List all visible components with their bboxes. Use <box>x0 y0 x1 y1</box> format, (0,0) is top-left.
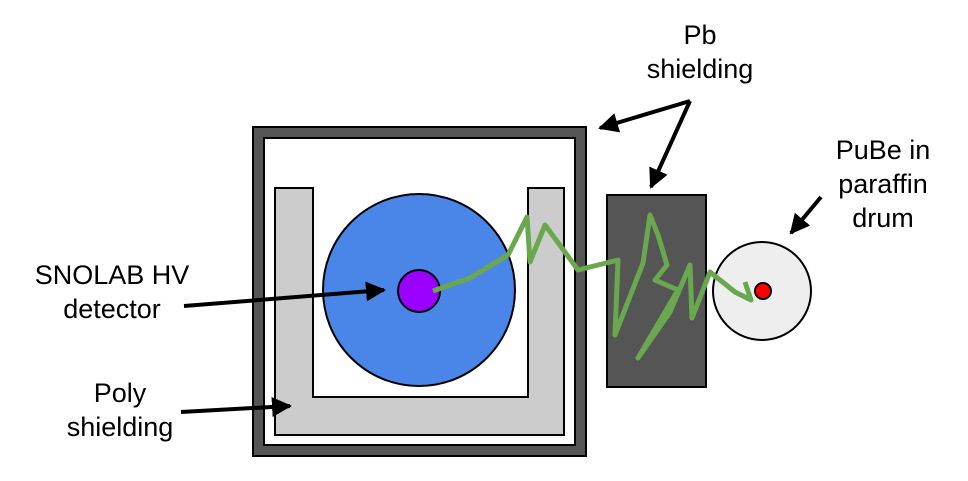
pube-label-line-2: paraffin <box>838 169 928 199</box>
detector-arrow <box>183 281 386 308</box>
pb-shielding-label: Pb shielding <box>640 18 760 86</box>
pube-label-line-3: drum <box>852 203 914 233</box>
pb-arrow-to-block <box>649 100 692 189</box>
detector-label-line-1: SNOLAB HV <box>34 260 190 290</box>
pube-label-line-1: PuBe in <box>835 135 931 165</box>
poly-arrow <box>180 397 292 417</box>
neutron-path <box>432 212 754 361</box>
detector-label-line-2: detector <box>63 294 161 324</box>
pb-label-line-2: shielding <box>646 54 754 84</box>
poly-label-line-2: shielding <box>66 412 174 442</box>
detector-label: SNOLAB HV detector <box>12 258 212 326</box>
poly-shielding-u <box>274 187 565 436</box>
pube-source <box>754 282 772 300</box>
pb-arrow-to-frame <box>598 99 691 133</box>
poly-label-line-1: Poly <box>93 378 147 408</box>
pb-label-line-1: Pb <box>683 20 717 50</box>
drum-arrow <box>789 195 823 235</box>
pube-drum-label: PuBe in paraffin drum <box>818 133 948 235</box>
poly-shielding-label: Poly shielding <box>55 376 185 444</box>
